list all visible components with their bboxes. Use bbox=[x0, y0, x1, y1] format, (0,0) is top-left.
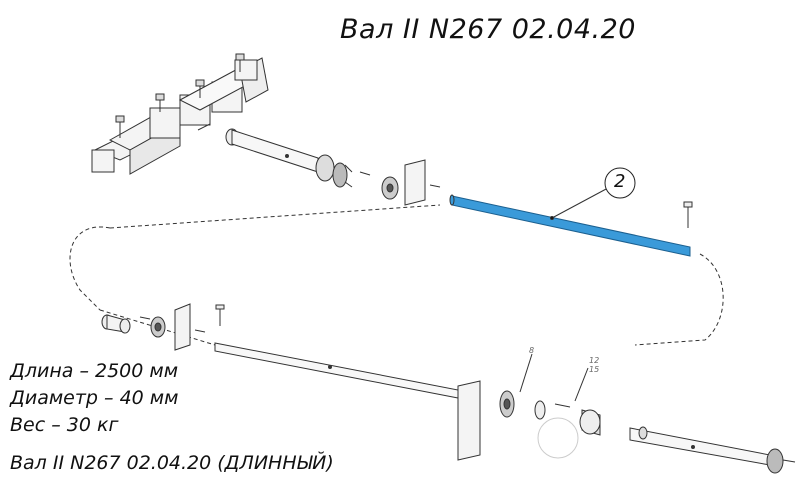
lower-assembly bbox=[101, 303, 796, 474]
spec-weight: Вес – 30 кг bbox=[10, 414, 119, 436]
highlighted-shaft bbox=[449, 187, 693, 257]
flange-bearing-upper bbox=[359, 159, 441, 206]
callout-circle bbox=[604, 167, 636, 199]
cardan-shaft-upper bbox=[225, 128, 353, 188]
page-title: Вал II N267 02.04.20 bbox=[340, 14, 636, 45]
gearbox-assembly bbox=[91, 53, 269, 175]
callout-label-12: 12 bbox=[589, 356, 600, 365]
routing-dashed-line bbox=[69, 204, 724, 346]
callout-label-2: 2 bbox=[614, 171, 626, 192]
spec-length: Длина – 2500 мм bbox=[10, 360, 179, 382]
spec-diameter: Диаметр – 40 мм bbox=[10, 387, 179, 409]
callout-label-8: 8 bbox=[529, 346, 535, 355]
callout-label-15: 15 bbox=[589, 365, 600, 374]
part-caption: Вал II N267 02.04.20 (ДЛИННЫЙ) bbox=[10, 452, 334, 474]
